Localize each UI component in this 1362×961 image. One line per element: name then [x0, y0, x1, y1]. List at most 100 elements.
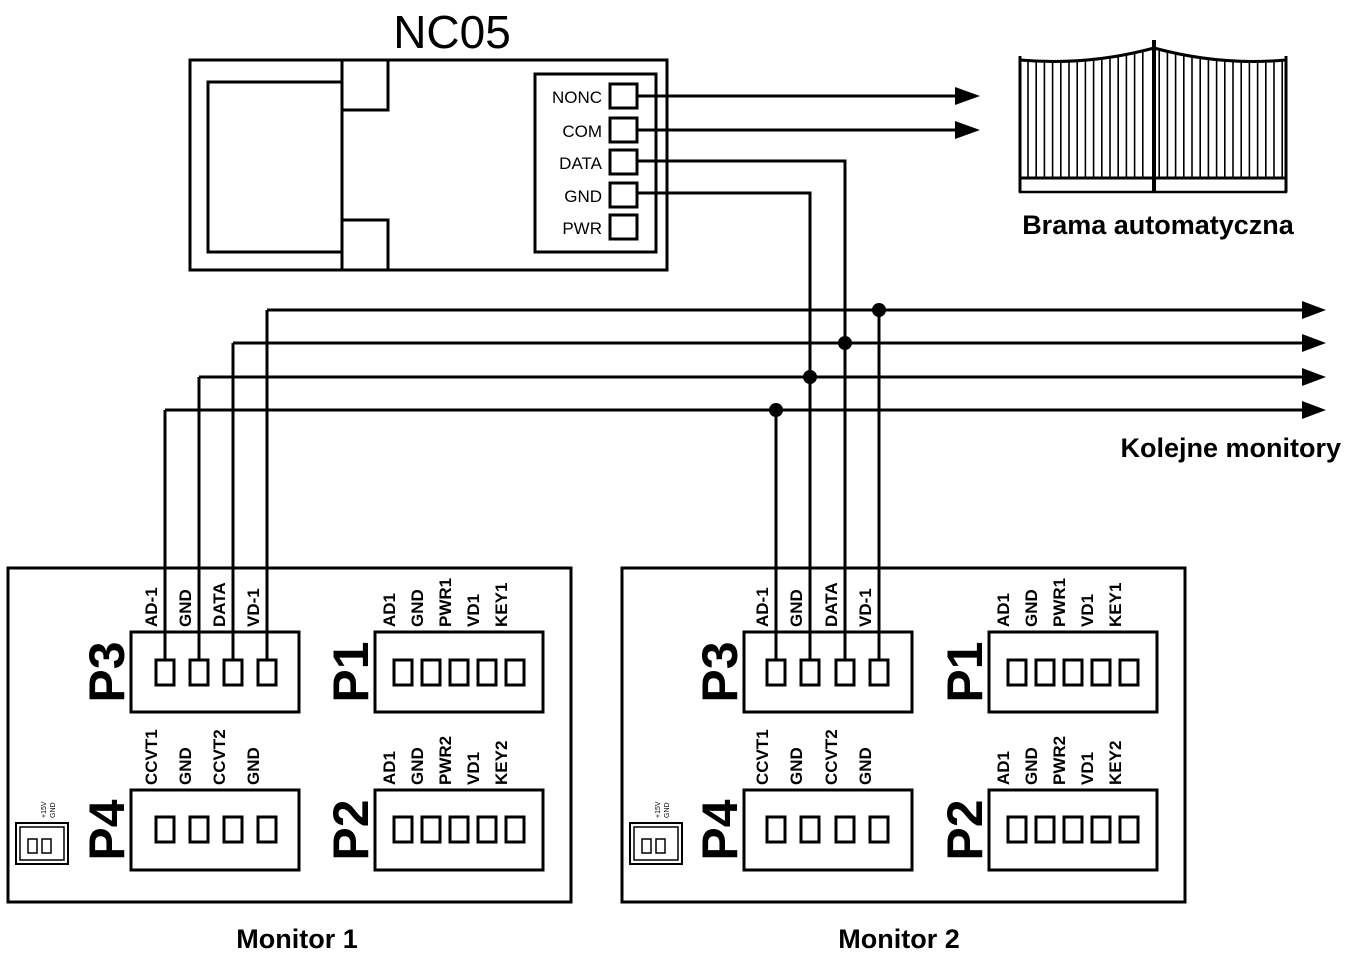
m1-p3-pin-label: DATA — [210, 582, 229, 627]
junction-dot-gnd — [803, 370, 817, 384]
monitor-1: P3 AD-1 GND DATA VD-1 P1 AD1 GND PWR1 VD… — [6, 566, 573, 954]
wire-nc05-data — [637, 159, 847, 343]
bus-lines: Kolejne monitory — [163, 301, 1341, 660]
m1-p2-name: P2 — [323, 799, 379, 860]
arrow-com — [955, 121, 980, 139]
m1-p4-pin-label: CCVT2 — [210, 729, 229, 785]
m1-p3-pin — [222, 658, 244, 687]
terminal-label-nonc: NONC — [552, 88, 602, 107]
m2-p4-pin — [765, 815, 787, 844]
m2-p2-pin — [1118, 815, 1140, 844]
m2-p1-name: P1 — [937, 641, 993, 702]
m1-p1-housing — [373, 630, 545, 714]
monitor-2-board — [620, 566, 1187, 904]
m1-p4-name: P4 — [79, 799, 135, 860]
m1-p2-housing — [373, 788, 545, 872]
terminal-pwr — [608, 213, 639, 241]
m1-p1-pin-label: PWR1 — [436, 578, 455, 627]
m2-p3-pin-label: VD-1 — [856, 588, 875, 627]
m1-p2-pin-label: PWR2 — [436, 736, 455, 785]
bus-data-arrow — [1302, 334, 1326, 352]
m2-p4-pin-label: GND — [787, 747, 806, 785]
m2-p1-housing — [987, 630, 1159, 714]
m1-p3-name: P3 — [79, 641, 135, 702]
m2-p1-pin — [1034, 658, 1056, 687]
m2-p3-housing — [742, 630, 914, 714]
m1-p3-pin-label: AD-1 — [142, 587, 161, 627]
m1-p3-pin-label: GND — [176, 589, 195, 627]
automatic-gate: Brama automatyczna — [1018, 40, 1295, 240]
m1-p1-pin-label: VD1 — [464, 594, 483, 627]
m1-p3-housing — [129, 630, 301, 714]
m2-p4-pin-label: CCVT2 — [822, 729, 841, 785]
terminal-label-data: DATA — [559, 154, 602, 173]
m1-p2-pin-label: GND — [408, 747, 427, 785]
bus-vd-arrow — [1302, 301, 1326, 319]
m2-p4-name: P4 — [692, 799, 748, 860]
m1-p1-pin-label: GND — [408, 589, 427, 627]
m2-power-label: +15V — [655, 801, 662, 818]
m2-p2-pin-label: VD1 — [1078, 752, 1097, 785]
m1-p4-pin — [188, 815, 210, 844]
terminal-gnd — [608, 181, 639, 209]
m1-power-label: +15V — [41, 801, 48, 818]
m2-p1-pin — [1118, 658, 1140, 687]
m1-p2-pin-label: VD1 — [464, 752, 483, 785]
m2-p1-pin-label: PWR1 — [1050, 578, 1069, 627]
m2-p1-pin — [1090, 658, 1112, 687]
m1-p3-pin — [256, 658, 278, 687]
m2-p4-pin-label: GND — [856, 747, 875, 785]
m2-p1-pin-label: GND — [1022, 589, 1041, 627]
terminal-data — [608, 148, 639, 176]
m2-p2-pin — [1090, 815, 1112, 844]
m2-p3-pin — [868, 658, 890, 687]
wire-nc05-gnd — [637, 191, 812, 377]
m2-p3-pin — [765, 658, 787, 687]
m2-p1-pin-label: KEY1 — [1106, 583, 1125, 627]
m2-p1-pin — [1062, 658, 1084, 687]
m2-p2-pin-label: PWR2 — [1050, 736, 1069, 785]
terminal-com — [608, 116, 639, 144]
junction-dot-ad — [769, 403, 783, 417]
m1-p2-pin — [420, 815, 442, 844]
m1-p4-housing — [129, 788, 301, 872]
nc05-housing — [188, 58, 669, 272]
m1-p1-pin-label: KEY1 — [492, 583, 511, 627]
m2-p4-pin — [834, 815, 856, 844]
m2-p2-housing — [987, 788, 1159, 872]
m2-p3-pin-label: GND — [787, 589, 806, 627]
m2-p2-pin — [1006, 815, 1028, 844]
m1-p1-name: P1 — [323, 641, 379, 702]
junction-dot-data — [838, 336, 852, 350]
m2-p4-pin — [868, 815, 890, 844]
m1-p4-pin — [256, 815, 278, 844]
bus-gnd-arrow — [1302, 368, 1326, 386]
m1-p2-pin — [448, 815, 470, 844]
m2-p4-housing — [742, 788, 914, 872]
nc05-terminal-block — [533, 72, 658, 254]
m2-power-jack: +15V GND — [629, 801, 683, 865]
gate-wires — [637, 87, 980, 139]
m2-p1-pin-label: VD1 — [1078, 594, 1097, 627]
gate-label: Brama automatyczna — [1022, 210, 1295, 240]
monitor-2-label: Monitor 2 — [838, 924, 960, 954]
m1-p4-pin — [154, 815, 176, 844]
m1-p4-pin-label: GND — [244, 747, 263, 785]
m2-p3-pin — [834, 658, 856, 687]
m1-p4-pin-label: CCVT1 — [142, 729, 161, 785]
m1-p2-pin — [476, 815, 498, 844]
m1-p2-pin-label: AD1 — [380, 751, 399, 785]
m1-p1-pin — [448, 658, 470, 687]
nc05-bracket-bottom — [342, 218, 390, 270]
m1-p1-pin — [476, 658, 498, 687]
monitor-1-board — [6, 566, 573, 904]
m1-p1-pin-label: AD1 — [380, 593, 399, 627]
m2-p2-pin-label: KEY2 — [1106, 741, 1125, 785]
m2-p2-pin — [1062, 815, 1084, 844]
m1-power-label: GND — [50, 802, 57, 818]
monitor-1-label: Monitor 1 — [236, 924, 358, 954]
m2-p2-pin-label: AD1 — [994, 751, 1013, 785]
m1-p4-pin-label: GND — [176, 747, 195, 785]
m1-p2-pin — [504, 815, 526, 844]
m2-p4-pin — [799, 815, 821, 844]
